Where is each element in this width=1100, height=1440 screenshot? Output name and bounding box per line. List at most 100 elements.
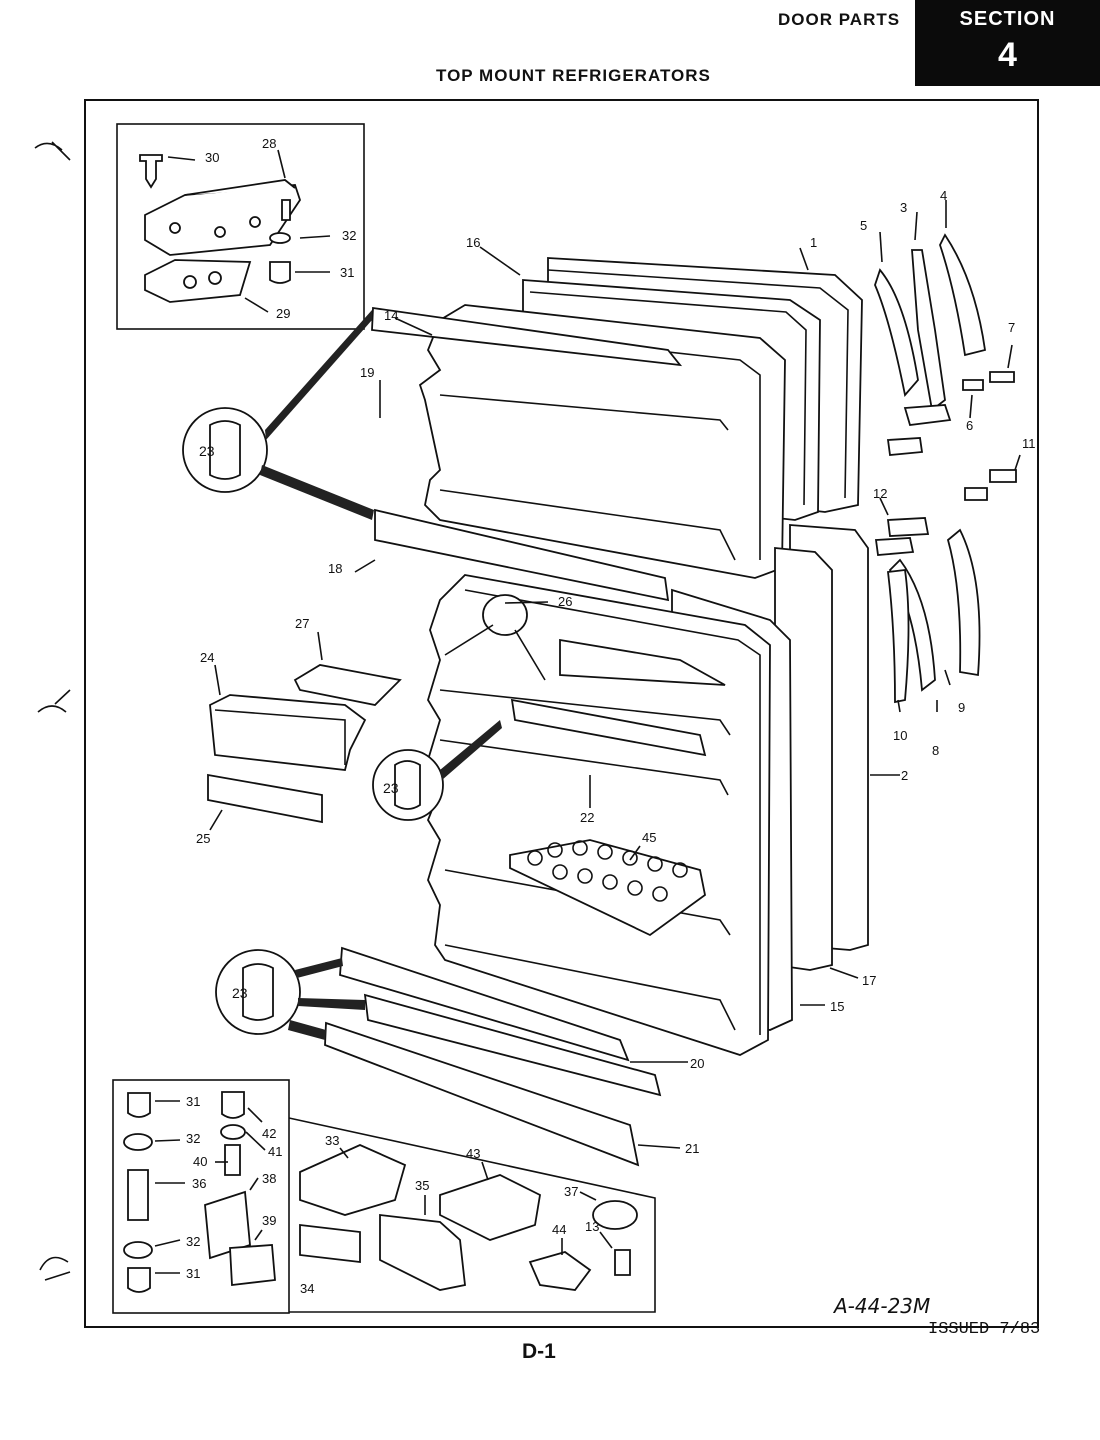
callout-22: 22 <box>580 810 594 825</box>
egg-tray-45 <box>509 839 706 937</box>
section-label: SECTION <box>959 8 1056 30</box>
callout-31-b: 31 <box>186 1266 200 1281</box>
drawing-code: A-44-23M <box>832 1294 930 1318</box>
shelf-bar-19 <box>371 306 683 367</box>
part-3 <box>911 249 946 412</box>
part-6 <box>962 379 984 391</box>
callout-10: 10 <box>893 728 907 743</box>
callout-25: 25 <box>196 831 210 846</box>
callout-3: 3 <box>900 200 907 215</box>
callout-7: 7 <box>1008 320 1015 335</box>
callout-21: 21 <box>685 1141 699 1156</box>
hinge-plate-28 <box>144 184 301 256</box>
freezer-liner-14 <box>418 304 786 579</box>
callout-13: 13 <box>585 1219 599 1234</box>
callout-40: 40 <box>193 1154 207 1169</box>
shelf-bar-22 <box>510 698 707 757</box>
callout-28: 28 <box>262 136 276 151</box>
binder-marks <box>34 141 71 1281</box>
callout-42: 42 <box>262 1126 276 1141</box>
part-7 <box>989 371 1015 383</box>
callout-45: 45 <box>642 830 656 845</box>
page-number: D-1 <box>522 1340 556 1363</box>
callout-32-a: 32 <box>186 1131 200 1146</box>
freezer-door <box>371 257 863 602</box>
bar-21 <box>324 1021 640 1167</box>
stud-40 <box>224 1144 241 1176</box>
bushing-31-bottom <box>127 1267 151 1293</box>
part-9 <box>946 528 981 677</box>
callout-26: 26 <box>558 594 572 609</box>
callout-37: 37 <box>564 1184 578 1199</box>
callout-34: 34 <box>300 1281 314 1296</box>
shelf-bar-18 <box>374 508 670 602</box>
callout-11: 11 <box>1022 436 1036 451</box>
callout-43: 43 <box>466 1146 480 1161</box>
callout-18: 18 <box>328 561 342 576</box>
section-badge: SECTION 4 <box>915 0 1100 86</box>
clip-detail-bubbles <box>182 310 502 1040</box>
section-number: 4 <box>998 36 1017 74</box>
plate-35 <box>379 1213 466 1291</box>
top-hinge-inset <box>116 123 365 330</box>
plate-33 <box>299 1144 407 1216</box>
callout-36: 36 <box>192 1176 206 1191</box>
butter-door-24 <box>209 694 367 771</box>
callout-15: 15 <box>830 999 844 1014</box>
callout-5: 5 <box>860 218 867 233</box>
center-hinge-parts <box>874 233 1017 704</box>
butter-compartment <box>207 664 402 824</box>
bracket-38 <box>204 1190 251 1260</box>
part-11a <box>964 487 988 501</box>
callout-6: 6 <box>966 418 973 433</box>
callout-17: 17 <box>862 973 876 988</box>
bushing-31-top <box>127 1092 151 1118</box>
page-subtitle: TOP MOUNT REFRIGERATORS <box>436 66 711 85</box>
button-37 <box>592 1200 638 1230</box>
callout-23-bottom: 23 <box>232 985 248 1001</box>
pin-36 <box>127 1169 149 1221</box>
callout-44: 44 <box>552 1222 566 1237</box>
part-11b <box>989 469 1017 483</box>
callout-31: 31 <box>340 265 354 280</box>
bracket-44 <box>528 1251 592 1291</box>
butter-plate-25 <box>207 773 323 824</box>
part-4 <box>939 233 987 357</box>
cap-42 <box>221 1091 245 1119</box>
callout-23-mid: 23 <box>383 780 399 796</box>
latch-27 <box>293 664 402 706</box>
callout-41: 41 <box>268 1144 282 1159</box>
callout-12: 12 <box>873 486 887 501</box>
bottom-hinge-inset <box>112 1079 656 1314</box>
washer-32-bottom <box>123 1241 153 1259</box>
callout-8: 8 <box>932 743 939 758</box>
bushing-31 <box>269 261 291 284</box>
callout-39: 39 <box>262 1213 276 1228</box>
callout-1: 1 <box>810 235 817 250</box>
callout-30: 30 <box>205 150 219 165</box>
cam-26 <box>482 594 528 636</box>
plate-43 <box>439 1174 541 1241</box>
leader-lines <box>154 149 1021 1274</box>
plate-34 <box>299 1223 361 1264</box>
part-10 <box>886 569 910 704</box>
part-5 <box>874 268 919 397</box>
door-liner <box>426 574 771 1056</box>
callout-14: 14 <box>384 308 398 323</box>
diagram-frame <box>84 99 1039 1328</box>
callout-labels: 30 28 32 31 29 16 14 19 23 1 5 3 4 7 6 1… <box>186 136 1036 1296</box>
callout-31-a: 31 <box>186 1094 200 1109</box>
callout-24: 24 <box>200 650 214 665</box>
shim-29 <box>144 259 252 303</box>
callout-19: 19 <box>360 365 374 380</box>
part-12 <box>886 517 930 537</box>
fresh-food-door <box>426 524 869 1056</box>
callout-4: 4 <box>940 188 947 203</box>
callout-33: 33 <box>325 1133 339 1148</box>
bar-20b <box>363 993 662 1097</box>
callout-29: 29 <box>276 306 290 321</box>
callout-16: 16 <box>466 235 480 250</box>
bracket-39 <box>229 1244 276 1287</box>
callout-9: 9 <box>958 700 965 715</box>
